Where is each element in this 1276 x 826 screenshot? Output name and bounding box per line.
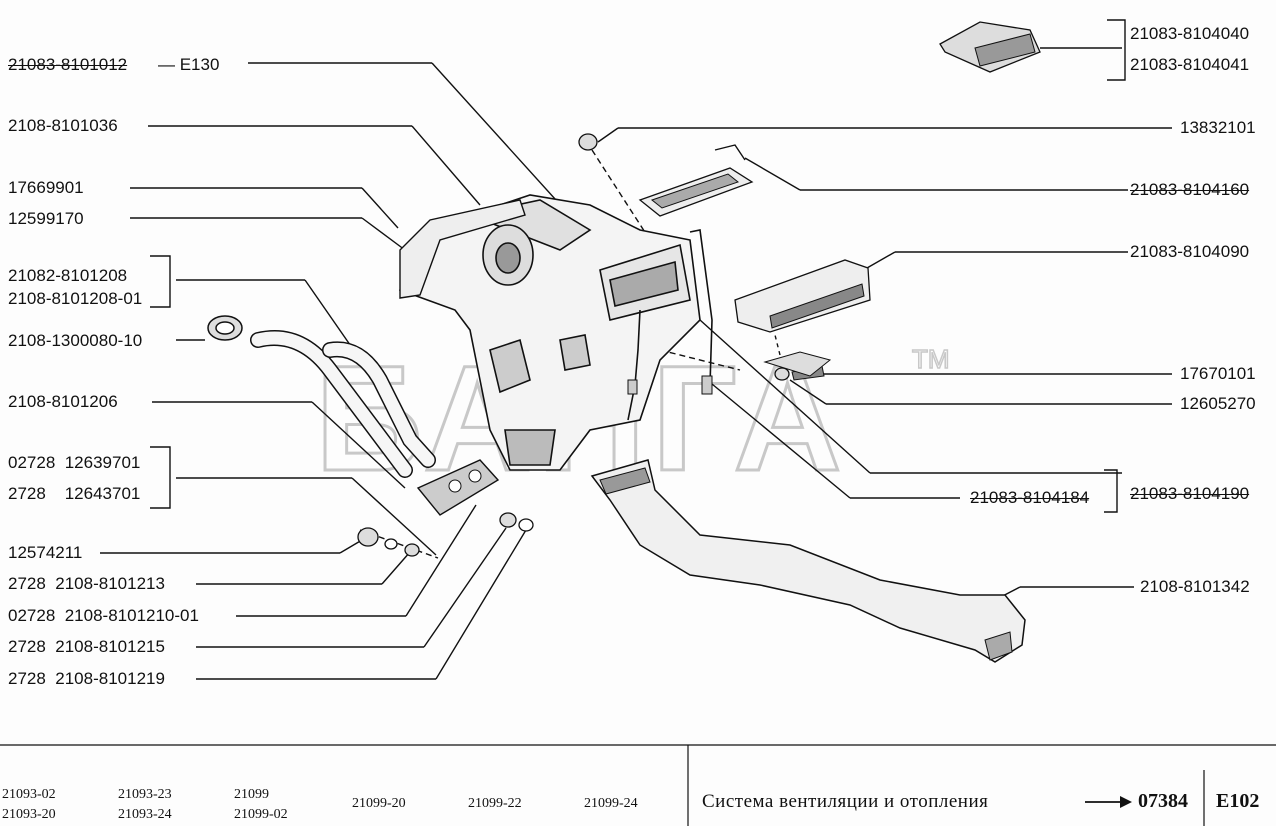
- part-label-2108-8101206: 2108-8101206: [8, 392, 118, 411]
- part-label-12605270: 12605270: [1180, 394, 1256, 413]
- watermark-tm: TM: [912, 344, 950, 374]
- part-label-21083-8104041: 21083-8104041: [1130, 55, 1250, 74]
- footer-model: 21099: [234, 787, 269, 802]
- part-label-21083-8104184: 21083-8104184: [970, 488, 1090, 507]
- footer-model: 21099-22: [468, 796, 522, 811]
- footer-model: 21093-24: [118, 807, 172, 822]
- part-label-2108-8101342: 2108-8101342: [1140, 577, 1250, 596]
- footer-model: 21099-24: [584, 796, 638, 811]
- part-label-21083-8104090: 21083-8104090: [1130, 242, 1250, 261]
- footer-model: 21093-23: [118, 787, 172, 802]
- part-label-13832101: 13832101: [1180, 118, 1256, 137]
- part-label-21083-8101012: 21083-8101012: [8, 55, 128, 74]
- part-label-12639701: 02728 12639701: [8, 453, 141, 472]
- part-label-17669901: 17669901: [8, 178, 84, 197]
- part-label-17670101: 17670101: [1180, 364, 1256, 383]
- part-label-e130: — E130: [158, 55, 220, 74]
- part-label-21083-8104190: 21083-8104190: [1130, 484, 1250, 503]
- footer-title: Система вентиляции и отопления: [702, 791, 989, 812]
- part-label-2108-1300080-10: 2108-1300080-10: [8, 331, 143, 350]
- part-label-12599170: 12599170: [8, 209, 84, 228]
- part-label-2108-8101219: 2728 2108-8101219: [8, 669, 165, 688]
- part-label-21083-8104160: 21083-8104160: [1130, 180, 1250, 199]
- part-label-2108-8101036: 2108-8101036: [8, 116, 118, 135]
- part-label-21082-8101208: 21082-8101208: [8, 266, 128, 285]
- part-label-21083-8104040: 21083-8104040: [1130, 24, 1250, 43]
- footer-model: 21093-02: [2, 787, 56, 802]
- footer-model: 21099-02: [234, 807, 288, 822]
- part-label-12643701: 2728 12643701: [8, 484, 141, 503]
- part-label-2108-8101208-01: 2108-8101208-01: [8, 289, 143, 308]
- footer-model: 21093-20: [2, 807, 56, 822]
- footer-model: 21099-20: [352, 796, 406, 811]
- part-label-2108-8101210-01: 02728 2108-8101210-01: [8, 606, 199, 625]
- footer-page: E102: [1216, 790, 1260, 812]
- footer-code: 07384: [1138, 790, 1188, 812]
- part-label-2108-8101213: 2728 2108-8101213: [8, 574, 165, 593]
- part-label-12574211: 12574211: [8, 543, 83, 562]
- part-label-2108-8101215: 2728 2108-8101215: [8, 637, 165, 656]
